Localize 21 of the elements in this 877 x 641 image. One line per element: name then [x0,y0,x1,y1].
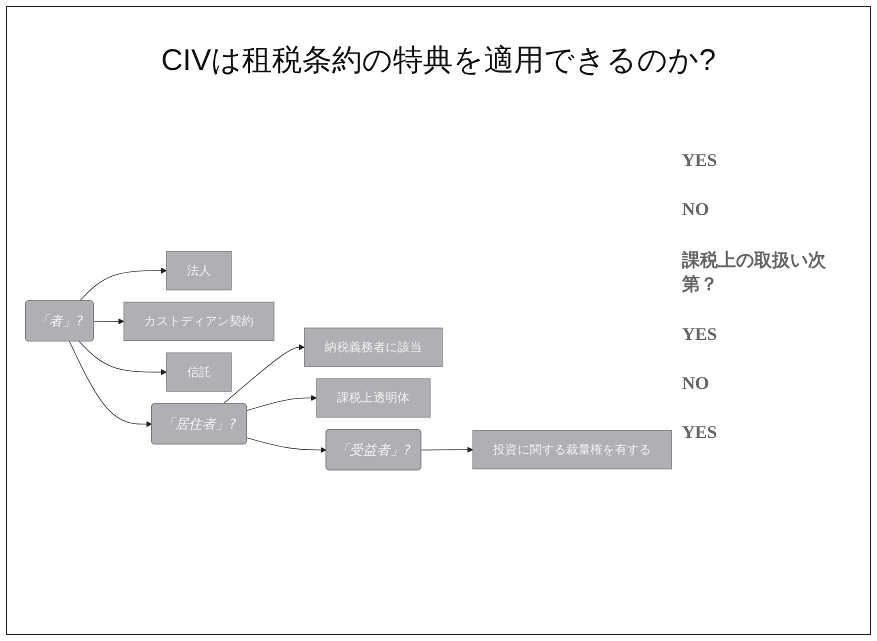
arrow [222,344,305,404]
arrow [246,437,326,453]
note-text: 課税上の取扱い次第？ [682,249,827,296]
arrow [79,268,167,302]
note-text: NO [682,373,710,394]
note-text: NO [682,199,710,220]
node-box: カストディアン契約 [124,302,274,341]
node-box: 納税義務者に該当 [304,327,443,367]
arrow [246,394,317,411]
arrow [420,446,474,452]
title: CIVは租税条約の特典を適用できるのか? [160,43,717,79]
node-box: 課税上透明体 [316,378,431,418]
arrow [93,318,124,324]
note-text: YES [682,422,718,443]
note-text: YES [682,150,718,171]
arrow [69,340,152,427]
node-box: 信託 [166,352,232,392]
arrow [78,340,167,375]
node-box: 法人 [166,250,232,290]
note-text: YES [682,324,718,345]
node-box: 投資に関する裁量権を有する [472,430,672,470]
